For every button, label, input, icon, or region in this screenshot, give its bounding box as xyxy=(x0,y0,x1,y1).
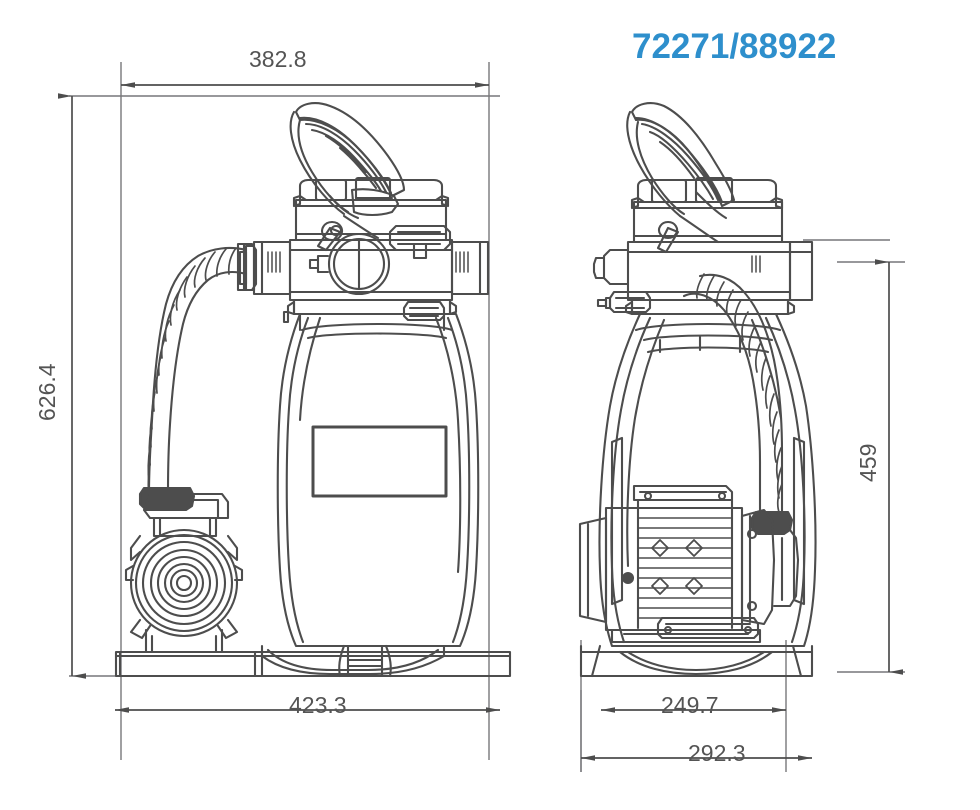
base-stand-front xyxy=(114,644,512,678)
part-number-label: 72271/88922 xyxy=(632,27,837,66)
multiport-valve-head xyxy=(238,176,490,302)
multiport-valve-head-side xyxy=(592,176,814,302)
corrugated-hose-side xyxy=(682,273,794,536)
corrugated-hose xyxy=(138,242,258,512)
dimension-label-626-4: 626.4 xyxy=(34,363,60,421)
base-stand-side xyxy=(579,644,814,678)
multiport-valve-handle-side xyxy=(626,102,736,254)
front-view-drawing xyxy=(114,102,512,678)
dimension-label-292-3: 292.3 xyxy=(688,740,746,766)
side-view-drawing xyxy=(578,102,817,678)
dimension-lines xyxy=(69,62,905,772)
tank-label-panel xyxy=(311,425,448,498)
dimension-label-459: 459 xyxy=(855,443,881,482)
multiport-valve-handle xyxy=(289,102,406,252)
filter-tank-body xyxy=(276,312,480,648)
filter-tank-body-side xyxy=(598,312,817,648)
pump-motor xyxy=(124,492,244,654)
dimension-label-423-3: 423.3 xyxy=(289,692,347,718)
dimension-label-382-8: 382.8 xyxy=(249,46,307,72)
dimension-label-249-7: 249.7 xyxy=(661,692,719,718)
pump-motor-finned xyxy=(578,484,800,644)
valve-port-sight-glass xyxy=(308,232,391,296)
